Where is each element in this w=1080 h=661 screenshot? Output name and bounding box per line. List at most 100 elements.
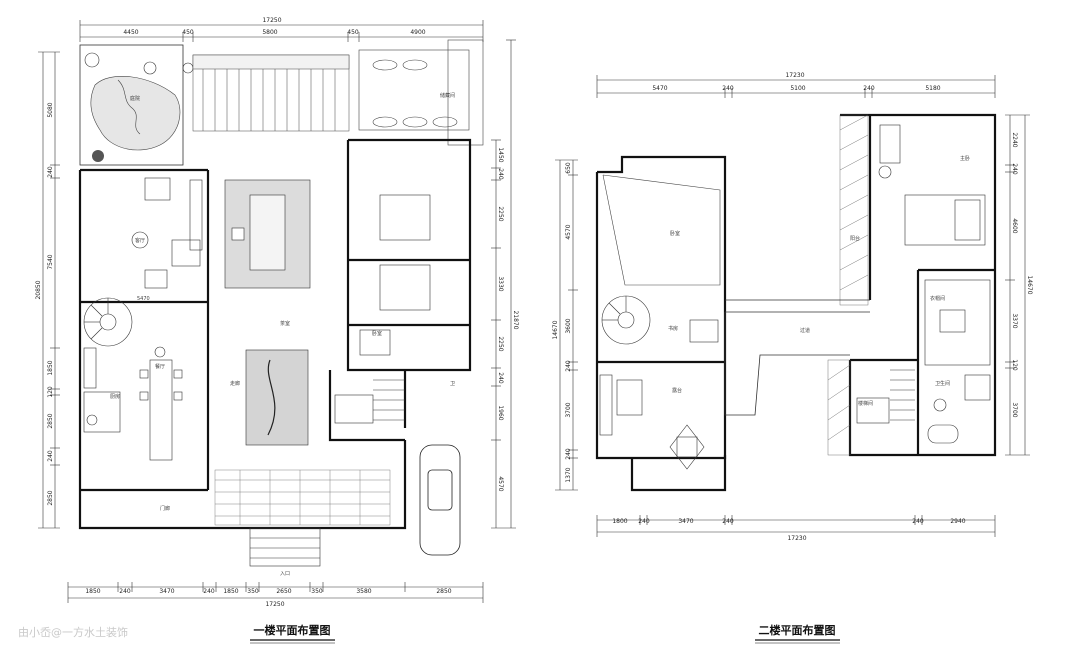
- floor1-spiral-stair: [83, 297, 133, 347]
- floor2-closet: [599, 374, 643, 436]
- floor1-bottom-dim: 2650: [276, 588, 291, 595]
- floor1-tea-room-carpet: [224, 179, 311, 289]
- floor2-stairs: [856, 369, 915, 424]
- floor2-right-dim: 3700: [1011, 402, 1018, 417]
- floor2-top-dim: 240: [722, 85, 734, 92]
- floor2-bottom-dim: 240: [638, 518, 650, 525]
- floor2-bottom-dim: 240: [722, 518, 734, 525]
- floor2-room-label: 卫生间: [935, 380, 950, 387]
- floor1-right-dim: 2250: [497, 206, 504, 221]
- floor1-bottom-dim: 350: [311, 588, 323, 595]
- floor2-dressing-room: [924, 279, 991, 366]
- floor2-right-dim: 4600: [1011, 218, 1018, 233]
- watermark-text: 由小岙@一方水土装饰: [18, 625, 128, 639]
- floor2-bridge-walkway: [724, 299, 870, 416]
- floor1-right-dim: 240: [497, 372, 504, 384]
- floor2-plan: 17230 5470 240 5100 240 5180 14670 650 4…: [552, 72, 1033, 644]
- floor2-room-label: 主卧: [960, 155, 970, 162]
- floor2-left-dim: 650: [565, 162, 572, 174]
- floor1-plan-title: 一楼平面布置图: [254, 623, 331, 637]
- floor1-left-total: 20850: [35, 280, 42, 299]
- floor1-top-dimensions: [79, 20, 484, 42]
- floor2-spiral-stair: [601, 295, 651, 345]
- floor1-left-dim: 7540: [47, 254, 54, 269]
- floor1-walls: [78, 138, 472, 530]
- floor2-study-desk: [689, 319, 719, 343]
- floor2-room-label: 衣帽间: [930, 295, 945, 302]
- floor2-left-dim: 240: [565, 448, 572, 460]
- floor1-bottom-dim: 3580: [356, 588, 371, 595]
- floor2-bottom-total: 17230: [787, 535, 806, 542]
- floor2-room-label: 过道: [800, 327, 810, 334]
- floor1-right-dim: 3330: [497, 276, 504, 291]
- floor1-bedroom-furniture: [359, 194, 431, 356]
- floor2-right-dim: 120: [1011, 359, 1018, 371]
- floor1-top-dim: 4900: [410, 29, 425, 36]
- floor1-room-label: 门廊: [160, 505, 170, 512]
- floor1-garden: [79, 44, 194, 166]
- floor1-right-dim: 1450: [497, 147, 504, 162]
- floor1-bottom-dim: 3470: [159, 588, 174, 595]
- floor1-plan: 17250 4450 450 5800 450 4900 20850 5080 …: [35, 17, 519, 644]
- floor1-interior-dim: 5470: [137, 296, 150, 302]
- floor1-stairs: [334, 379, 405, 424]
- floor1-right-dim: 2250: [497, 336, 504, 351]
- floor1-right-dimensions: [491, 39, 516, 529]
- floor1-right-dim: 4570: [497, 476, 504, 491]
- floor1-room-label: 茶室: [280, 320, 290, 327]
- floor1-left-dim: 240: [47, 166, 54, 178]
- floor2-top-dim: 5180: [925, 85, 940, 92]
- floor2-left-dim: 240: [565, 360, 572, 372]
- floor1-left-dim: 1850: [47, 360, 54, 375]
- floor2-top-dimensions: [596, 75, 996, 98]
- floor2-room-label: 卧室: [670, 230, 680, 237]
- floor2-right-dim: 2240: [1011, 132, 1018, 147]
- floor1-room-label: 庭院: [130, 95, 140, 102]
- floor2-terrace-table: [669, 424, 705, 470]
- floor1-left-dim: 2850: [47, 413, 54, 428]
- floor1-living-room-furniture: [131, 177, 203, 289]
- floor2-bottom-dim: 2940: [950, 518, 965, 525]
- floor2-room-label: 露台: [672, 387, 682, 394]
- floor1-room-label: 卫: [450, 381, 455, 387]
- floor1-top-dim: 5800: [262, 29, 277, 36]
- floor2-bottom-dimensions: [596, 515, 996, 537]
- floor1-dining-table: [139, 346, 183, 461]
- floor1-top-dim: 450: [182, 29, 194, 36]
- floor1-forecourt-paving: [214, 469, 391, 526]
- floor1-left-dim: 5080: [47, 102, 54, 117]
- floor2-top-dim: 240: [863, 85, 875, 92]
- floor2-plan-title: 二楼平面布置图: [759, 623, 836, 637]
- floor1-room-label: 卧室: [372, 330, 382, 337]
- floor1-parked-car: [419, 444, 461, 556]
- floor2-roof-slope: [602, 174, 721, 286]
- floor2-right-dim: 3370: [1011, 313, 1018, 328]
- floor2-left-dimensions: [555, 159, 578, 491]
- floor1-bottom-dim: 2850: [436, 588, 451, 595]
- floor2-left-total: 14670: [552, 320, 559, 339]
- floor2-walls: [595, 113, 997, 492]
- floor1-room-label: 储藏间: [440, 92, 455, 99]
- floor2-room-label: 楼梯间: [858, 400, 873, 407]
- floor1-room-label: 入口: [280, 571, 290, 577]
- floor1-bottom-dim: 240: [119, 588, 131, 595]
- floor2-bottom-dim: 240: [912, 518, 924, 525]
- floor1-bottom-dim: 350: [247, 588, 259, 595]
- floor1-bottom-dimensions: [67, 582, 484, 603]
- floor1-entry-steps: [249, 527, 321, 567]
- floor1-right-dim: 240: [497, 168, 504, 180]
- floor2-master-bed: [878, 124, 986, 246]
- floor2-top-total: 17230: [785, 72, 804, 79]
- floor2-top-dim: 5470: [652, 85, 667, 92]
- floor2-left-dim: 3700: [565, 402, 572, 417]
- floor1-room-label: 走廊: [230, 380, 240, 387]
- floor1-room-label: 餐厅: [155, 363, 165, 370]
- floor1-left-dim: 240: [47, 450, 54, 462]
- floor2-right-total: 14670: [1026, 275, 1033, 294]
- floor1-bottom-dim: 1850: [85, 588, 100, 595]
- floor1-bottom-dim: 1850: [223, 588, 238, 595]
- floor1-top-total: 17250: [262, 17, 281, 24]
- floor2-right-dim: 240: [1011, 163, 1018, 175]
- floor2-room-label: 阳台: [850, 235, 860, 242]
